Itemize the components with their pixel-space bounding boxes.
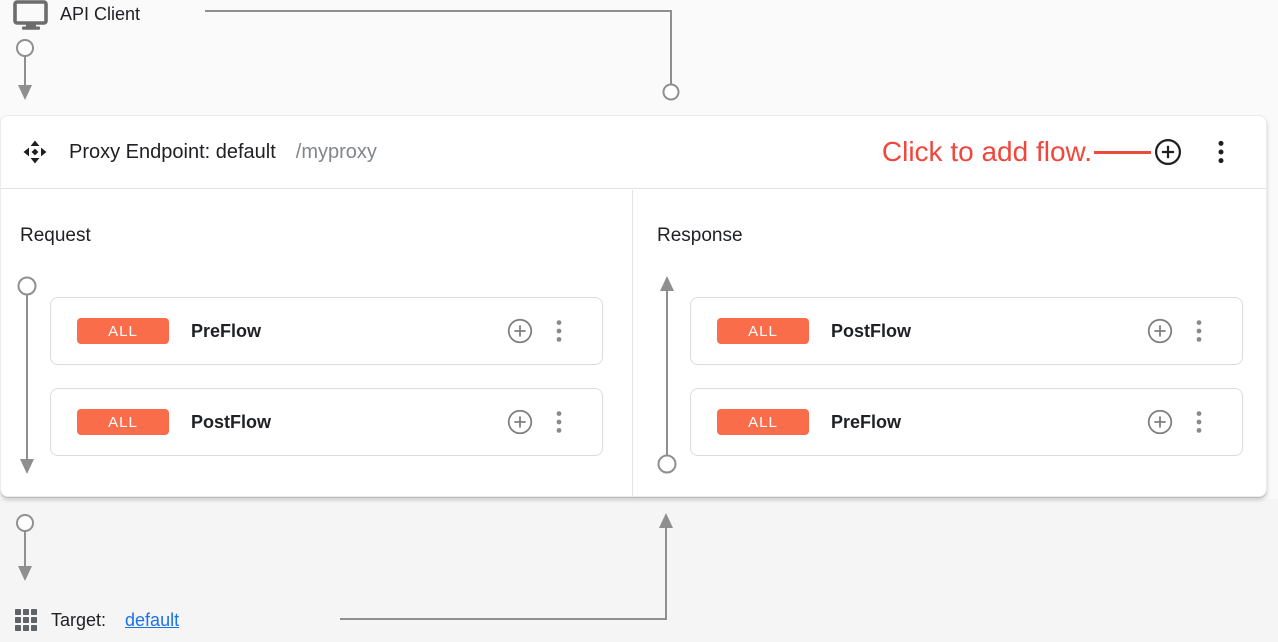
target-default-link[interactable]: default: [125, 609, 180, 630]
condition-badge: ALL: [77, 318, 169, 344]
add-flow-annotation: Click to add flow.: [881, 136, 1092, 167]
response-lane-label: Response: [657, 225, 743, 246]
proxy-endpoint-header: Proxy Endpoint: default /myproxy Click t…: [1, 116, 1266, 189]
flow-kebab-menu-icon[interactable]: [1189, 318, 1209, 344]
flow-name: PreFlow: [831, 411, 902, 432]
move-icon[interactable]: [23, 140, 47, 164]
flow-name: PostFlow: [191, 411, 271, 432]
flow-kebab-menu-icon[interactable]: [549, 318, 569, 344]
endpoint-kebab-menu-icon[interactable]: [1212, 138, 1230, 166]
target-label: Target:: [51, 609, 107, 630]
add-policy-icon[interactable]: [1147, 318, 1173, 344]
flow-card-response-preflow[interactable]: ALL PreFlow: [690, 388, 1243, 456]
panel-title: Proxy Endpoint: default: [69, 140, 276, 163]
request-lane-label: Request: [20, 225, 91, 246]
add-policy-icon[interactable]: [1147, 409, 1173, 435]
flow-card-request-postflow[interactable]: ALL PostFlow: [50, 388, 603, 456]
target-node: Target: default: [14, 608, 179, 632]
canvas-lower-background: [0, 499, 1278, 642]
add-policy-icon[interactable]: [507, 318, 533, 344]
grid-icon: [15, 609, 37, 631]
monitor-icon: [13, 0, 48, 30]
condition-badge: ALL: [717, 318, 809, 344]
flow-name: PostFlow: [831, 320, 911, 341]
condition-badge: ALL: [717, 409, 809, 435]
flow-kebab-menu-icon[interactable]: [1189, 409, 1209, 435]
condition-badge: ALL: [77, 409, 169, 435]
annotation-pointer-line: [1094, 150, 1151, 154]
flow-kebab-menu-icon[interactable]: [549, 409, 569, 435]
add-flow-button-icon[interactable]: [1154, 138, 1182, 166]
flow-card-response-postflow[interactable]: ALL PostFlow: [690, 297, 1243, 365]
add-policy-icon[interactable]: [507, 409, 533, 435]
flow-name: PreFlow: [191, 320, 262, 341]
api-client-label: API Client: [60, 4, 141, 24]
flow-card-request-preflow[interactable]: ALL PreFlow: [50, 297, 603, 365]
lane-divider: [632, 190, 633, 497]
base-path: /myproxy: [295, 140, 377, 163]
